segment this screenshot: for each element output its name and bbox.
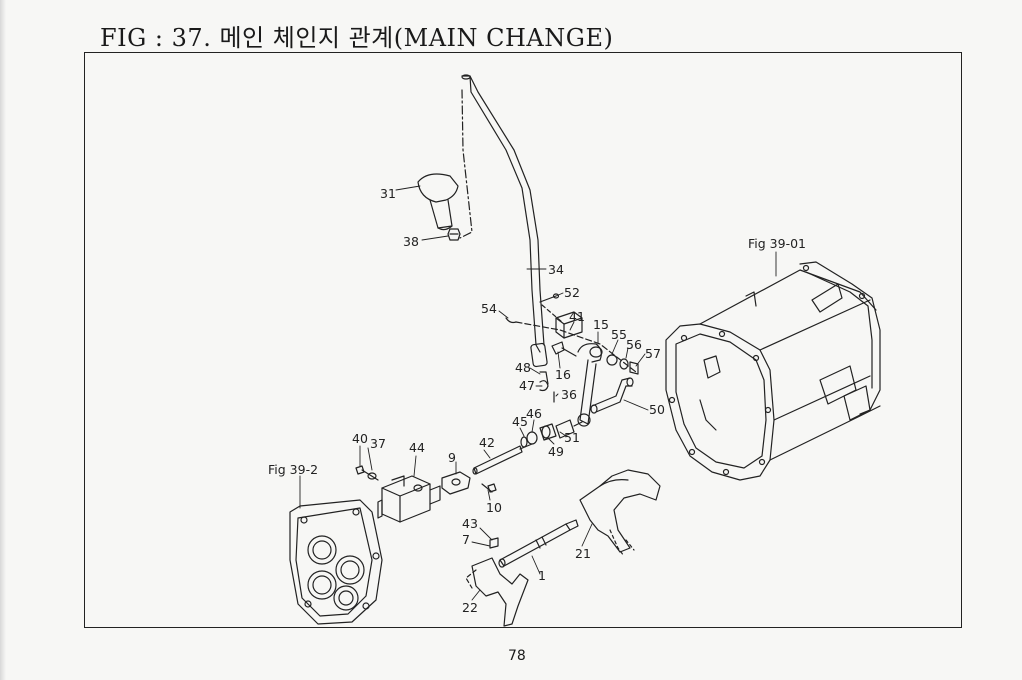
callout-labels: 31 38 34 52 54 41 15 55 56 57 48 16 47 3… — [268, 186, 806, 615]
callout-45: 45 — [512, 414, 528, 429]
transmission-case — [665, 261, 881, 481]
page-number: 78 — [508, 648, 526, 664]
callout-21: 21 — [575, 546, 591, 561]
callout-54: 54 — [481, 301, 497, 316]
shaft-42 — [472, 443, 533, 475]
fork-22 — [465, 557, 529, 627]
ref-fig-39-2: Fig 39-2 — [268, 462, 318, 477]
callout-34: 34 — [548, 262, 564, 277]
callout-48: 48 — [515, 360, 531, 375]
callout-52: 52 — [564, 285, 580, 300]
callout-47: 47 — [519, 378, 535, 393]
callout-40: 40 — [352, 431, 368, 446]
callout-15: 15 — [593, 317, 609, 332]
callout-16: 16 — [555, 367, 571, 382]
callout-43: 43 — [462, 516, 478, 531]
callout-56: 56 — [626, 337, 642, 352]
ref-fig-39-01: Fig 39-01 — [748, 236, 806, 251]
cover-plate — [289, 499, 383, 625]
leader-lines — [299, 185, 777, 601]
callout-49: 49 — [548, 444, 564, 459]
callout-50: 50 — [649, 402, 665, 417]
bolt-40 — [355, 465, 379, 481]
callout-36: 36 — [561, 387, 577, 402]
knob-31 — [417, 173, 459, 231]
callout-46: 46 — [526, 406, 542, 421]
arm-9 — [441, 471, 497, 495]
pin-43 — [489, 537, 499, 549]
callout-22: 22 — [462, 600, 478, 615]
shift-rod-1 — [498, 519, 579, 568]
fork-21 — [579, 469, 661, 557]
callout-10: 10 — [486, 500, 502, 515]
diagram-frame — [84, 52, 962, 628]
callout-55: 55 — [611, 327, 627, 342]
callout-9: 9 — [448, 450, 456, 465]
lever-axis-line — [459, 89, 473, 239]
callout-44: 44 — [409, 440, 425, 455]
callout-41: 41 — [569, 309, 585, 324]
callout-37: 37 — [370, 436, 386, 451]
bracket-44 — [377, 475, 441, 523]
callout-1: 1 — [538, 568, 546, 583]
callout-42: 42 — [479, 435, 495, 450]
callout-31: 31 — [380, 186, 396, 201]
callout-51: 51 — [564, 430, 580, 445]
callout-7: 7 — [462, 532, 470, 547]
callout-38: 38 — [403, 234, 419, 249]
nut-38 — [447, 228, 461, 241]
page-title: FIG : 37. 메인 체인지 관계(MAIN CHANGE) — [100, 24, 614, 52]
scan-margin-shadow — [0, 0, 6, 680]
callout-57: 57 — [645, 346, 661, 361]
shift-lever-34 — [461, 74, 548, 368]
linkage-cluster — [505, 293, 639, 448]
